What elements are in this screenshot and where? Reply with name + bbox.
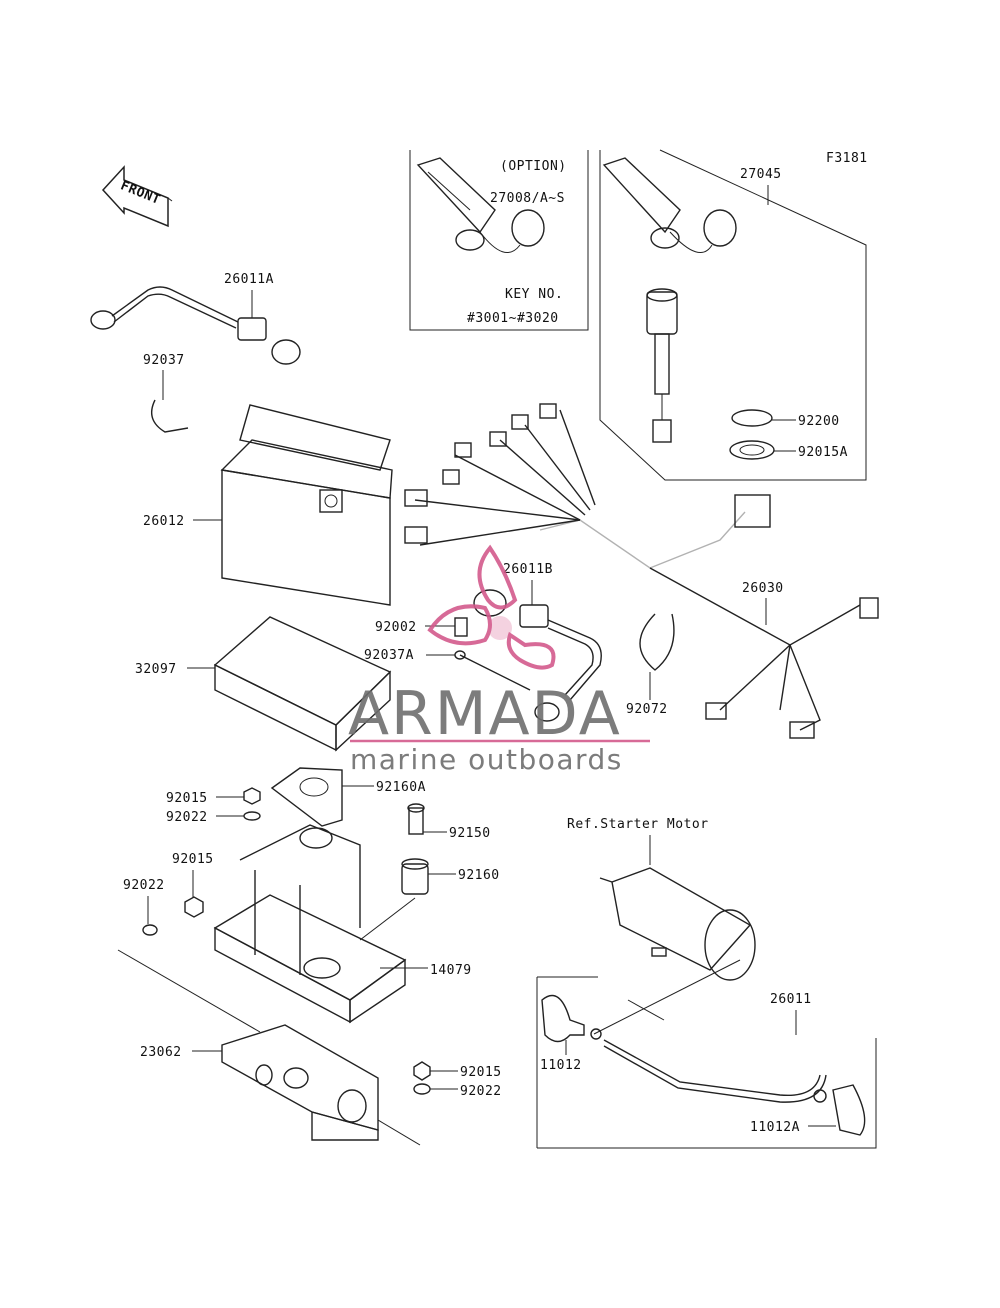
part-92160-label: 92160 [458, 868, 500, 883]
part-92022-label-2: 92022 [123, 878, 165, 893]
battery-case-32097: 32097 [135, 616, 392, 752]
battery-holder-14079: 14079 [213, 824, 472, 1024]
part-92015A-label: 92015A [798, 445, 848, 460]
cap-11012-icon [541, 994, 585, 1043]
option-key-icon [416, 157, 545, 254]
key-number-label: KEY NO. [505, 287, 563, 302]
part-32097-label: 32097 [135, 662, 177, 677]
part-92015-label-3: 92015 [460, 1065, 502, 1080]
nut-92015-icon-2 [184, 896, 204, 918]
wiring-harness-26030: 26030 [404, 403, 879, 739]
part-92022-label-1: 92022 [166, 810, 208, 825]
washer-92200-icon [731, 409, 773, 427]
part-11012-label: 11012 [540, 1058, 582, 1073]
washer-92022-icon-3 [413, 1083, 431, 1095]
part-27045-label: 27045 [740, 167, 782, 182]
starter-motor: Ref.Starter Motor [567, 817, 756, 981]
key-number-range: #3001~#3020 [467, 311, 559, 326]
starter-cable-26011: 26011 11012 11012A [536, 959, 877, 1149]
battery-26012: 26012 [143, 404, 393, 606]
front-arrow-icon: FRONT [101, 165, 173, 228]
cap-11012A-icon [832, 1084, 866, 1136]
part-92002-label: 92002 [375, 620, 417, 635]
part-23062-label: 23062 [140, 1045, 182, 1060]
ref-starter-motor-label: Ref.Starter Motor [567, 817, 709, 832]
ignition-switch-assembly: 27045 [599, 149, 867, 481]
part-92037-label: 92037 [143, 353, 185, 368]
part-92150-label: 92150 [449, 826, 491, 841]
band-92037A-icon [459, 654, 531, 691]
part-26011B-label: 26011B [503, 562, 553, 577]
leader-line [117, 949, 261, 1033]
part-26012-label: 26012 [143, 514, 185, 529]
armada-watermark: ARMADA marine outboards [348, 544, 650, 776]
figure-code: F3181 [826, 151, 868, 166]
clamp-92037-icon [151, 399, 189, 433]
battery-cable-26011A: 26011A [90, 272, 301, 365]
clamp-92072-icon [639, 613, 675, 671]
part-14079-label: 14079 [430, 963, 472, 978]
leader-line [377, 1119, 421, 1146]
washer-92022-icon-2 [142, 924, 158, 936]
damper-92160-icon [401, 863, 429, 895]
propeller-logo-icon [427, 544, 556, 670]
bracket-23062: 23062 [140, 1024, 379, 1141]
part-92015-label-1: 92015 [166, 791, 208, 806]
pad-92160A-icon [270, 767, 343, 827]
part-11012A-label: 11012A [750, 1120, 800, 1135]
part-92015-label-2: 92015 [172, 852, 214, 867]
part-92022-label-3: 92022 [460, 1084, 502, 1099]
part-26011-label: 26011 [770, 992, 812, 1007]
part-26030-label: 26030 [742, 581, 784, 596]
nut-92015-icon-3 [413, 1061, 431, 1081]
nut-92015-icon-1 [243, 787, 261, 805]
part-92160A-label: 92160A [376, 780, 426, 795]
watermark-tagline: marine outboards [350, 743, 623, 776]
option-part-number: 27008/A~S [490, 191, 565, 206]
nut-92015A-icon [729, 440, 775, 460]
part-26011A-label: 26011A [224, 272, 274, 287]
option-box: (OPTION) 27008/A~S KEY NO. #3001~#3020 [409, 150, 589, 331]
bolt-92002-icon [454, 617, 468, 637]
part-92200-label: 92200 [798, 414, 840, 429]
washer-92022-icon-1 [243, 811, 261, 821]
watermark-brand: ARMADA [348, 679, 622, 749]
battery-cable-26011B: 26011B [473, 562, 602, 722]
part-92037A-label: 92037A [364, 648, 414, 663]
part-92072-label: 92072 [626, 702, 668, 717]
bolt-92150-icon [408, 807, 424, 835]
option-title: (OPTION) [500, 159, 567, 174]
